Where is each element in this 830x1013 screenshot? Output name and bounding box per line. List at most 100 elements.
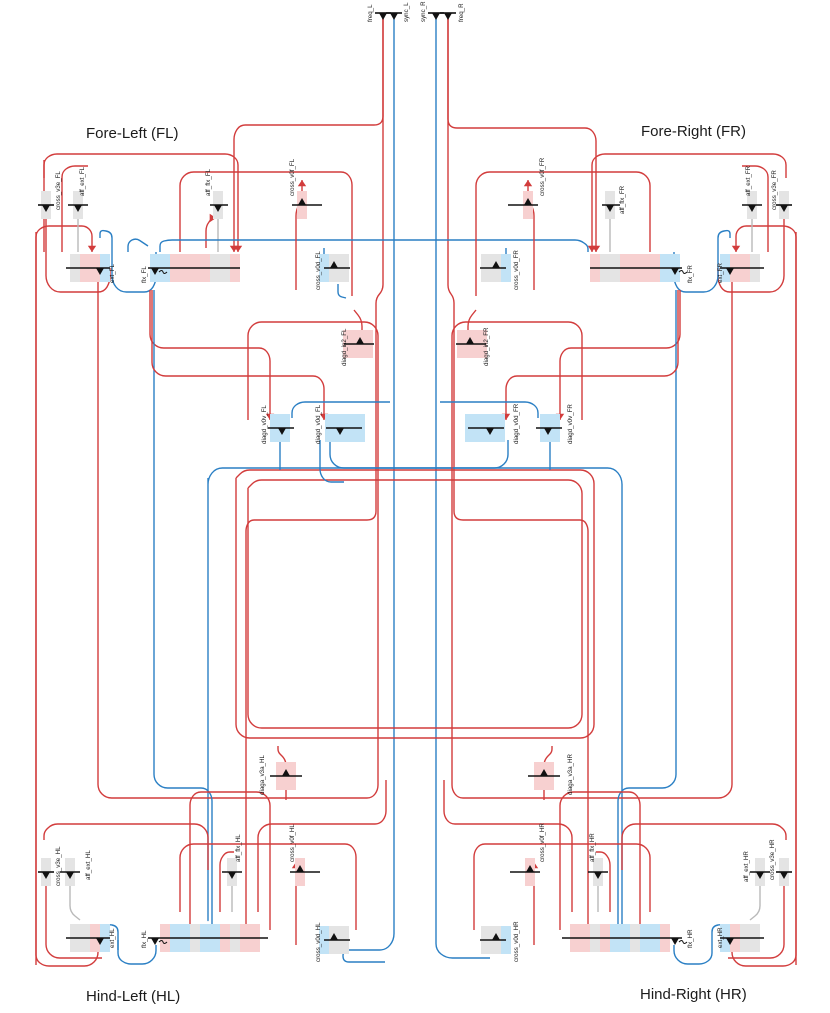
oscillator-mark [158, 940, 168, 944]
neuron-diagd-in2-fr: diagd_in2_FR [456, 327, 490, 366]
neuron-triangle [282, 769, 290, 776]
neuron-cross-v0f-fr: cross_v0f_FR [508, 157, 546, 219]
neuron-cross-v3e-hr: cross_v3e_HR [769, 839, 792, 886]
neuron-triangle [780, 872, 788, 879]
neuron-label: cross_v0d_FR [513, 250, 520, 290]
edge-hr-top-loop [621, 823, 787, 870]
neuron-triangle [492, 261, 500, 268]
edge-fr-outer-right-arrowhead [731, 245, 741, 252]
oscillator-mark [678, 940, 688, 944]
neuron-flx-fr: flx_FR [590, 254, 694, 283]
edge-fl-aff-flx [205, 217, 216, 248]
neuron-triangle [42, 205, 50, 212]
edge-fl-diag-blue [291, 401, 390, 418]
edge-fl-fr-blue-bridge [159, 239, 589, 252]
edge-hr-v0f-loop [473, 843, 651, 930]
edge-hr-aff-ext-link [749, 882, 761, 921]
input-triangle [432, 13, 440, 20]
edge-fr-outer-right [735, 225, 797, 965]
neuron-cross-v0f-hl: cross_v0f_HL [289, 824, 320, 886]
neuron-label: aff_flx_HR [589, 833, 596, 862]
edge-syncR-trunk [435, 18, 490, 959]
neuron-label: aff_ext_FL [79, 166, 86, 196]
neuron-flx-hl: flx_HL [141, 924, 268, 952]
neuron-triangle [66, 872, 74, 879]
neuron-triangle [544, 428, 552, 435]
neuron-triangle [278, 428, 286, 435]
neuron-diaga-v3a-hr: diaga_v3a_HR [528, 754, 574, 795]
neuron-diagd-v0v-fl: diagd_v0v_FL [261, 405, 294, 444]
neuron-aff-flx-hl: aff_flx_HL [222, 834, 242, 886]
edge-inner-loop-inner [247, 479, 583, 729]
neuron-aff-flx-fl: aff_flx_FL [205, 168, 228, 219]
neuron-cross-v0d-hr: cross_v0d_HR [480, 921, 520, 962]
edge-fr-ext-descend [451, 282, 733, 799]
neuron-label: cross_v0d_FL [315, 251, 322, 290]
oscillator-mark [158, 270, 168, 274]
neuron-cross-v0f-hr: cross_v0f_HR [510, 823, 546, 886]
neuron-flx-fl: flx_FL [141, 254, 240, 283]
quadrant-title-hind-left: Hind-Left (HL) [86, 988, 181, 1005]
edge-fl-ext-flx-left [99, 229, 157, 293]
neuron-triangle [74, 205, 82, 212]
neuron-triangle [780, 205, 788, 212]
neuron-label: flx_FL [141, 266, 148, 283]
edge-fr-flx-to-in2 [559, 290, 681, 420]
edge-fr-top-loop [591, 153, 787, 252]
neuron-label: cross_v3e_HR [769, 839, 776, 880]
neuron-label: cross_v3e_HL [55, 846, 62, 886]
neuron-triangle [526, 865, 534, 872]
neuron-triangle [540, 769, 548, 776]
neuron-triangle [524, 198, 532, 205]
edge-hl-aff-flx [219, 851, 234, 912]
neuron-triangle [214, 205, 222, 212]
neuron-cross-v3e-hl: cross_v3e_HL [38, 846, 62, 886]
neuron-triangle [151, 938, 159, 945]
edge-hl-aff-ext-link [69, 882, 81, 921]
input-label: freq_R [458, 3, 465, 22]
neuron-label: ext_HL [109, 928, 116, 948]
edge-fr-in2-up [467, 309, 477, 350]
input-triangle [444, 13, 452, 20]
neuron-diagd-v0d-fr: diagd_v0d_FR [465, 403, 520, 444]
neuron-triangle [356, 337, 364, 344]
neuron-ext-hl: ext_HL [66, 924, 116, 952]
edge-inner-loop-outer [235, 469, 595, 739]
neuron-triangle [756, 872, 764, 879]
edge-fl-top-loop [43, 153, 239, 252]
edge-hl-outer-left [35, 232, 99, 967]
input-sync-r: sync_R [420, 1, 444, 22]
edge-fl-aff-flx-arrowhead [209, 213, 216, 223]
edge-fr-ext-flx-right [673, 229, 731, 293]
neuron-label: ext_FR [717, 263, 724, 283]
neuron-label: diaga_v3a_HL [259, 755, 266, 795]
neuron-label: cross_v0f_HR [539, 823, 546, 862]
neuron-diaga-v3a-hl: diaga_v3a_HL [259, 755, 302, 795]
neuron-triangle [336, 428, 344, 435]
neuron-label: ext_HR [717, 927, 724, 948]
oscillator-mark [678, 270, 688, 274]
edge-hr-aff-flx [596, 851, 611, 912]
neuron-label: diaga_v3a_HR [567, 754, 574, 795]
neuron-label: ext_FL [109, 264, 116, 283]
quadrant-title-hind-right: Hind-Right (HR) [640, 986, 747, 1003]
edge-fl-ext-descend [97, 282, 379, 799]
input-freq-r: freq_R [440, 3, 465, 22]
edge-fl-flx-to-v0d [151, 290, 325, 420]
neuron-aff-ext-hr: aff_ext_HR [743, 851, 770, 886]
edge-inner-blue-loop [207, 467, 623, 925]
neuron-triangle [330, 933, 338, 940]
neuron-label: aff_ext_FR [745, 165, 752, 196]
neuron-aff-ext-fl: aff_ext_FL [68, 166, 88, 219]
neuron-label: flx_HL [141, 930, 148, 948]
neuron-cross-v3e-fr: cross_v3e_FR [771, 170, 792, 219]
neuron-cross-v0d-hl: cross_v0d_HL [315, 922, 350, 962]
edge-hr-ext-loop [728, 862, 785, 959]
neuron-label: flx_FR [687, 265, 694, 283]
neuron-label: diagd_v0d_FR [513, 403, 520, 444]
neuron-ext-fr: ext_FR [717, 254, 764, 283]
neuron-triangle [492, 933, 500, 940]
edge-fl-v0f-loop [179, 171, 353, 296]
